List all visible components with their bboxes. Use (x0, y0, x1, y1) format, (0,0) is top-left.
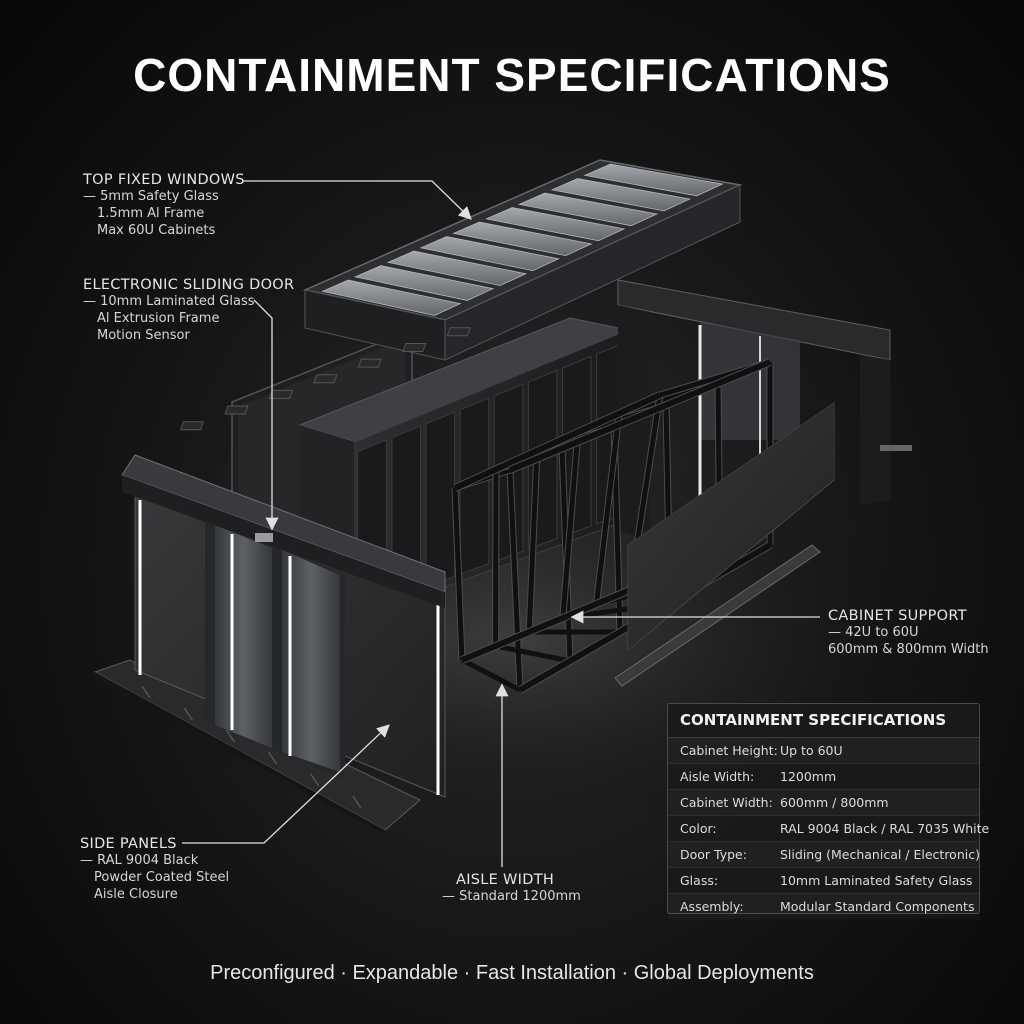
spec-value: Modular Standard Components (780, 899, 975, 914)
frame-crossbar (495, 643, 571, 664)
tagline: Preconfigured · Expandable · Fast Instal… (210, 962, 814, 984)
cabinet-vent (357, 358, 382, 368)
callout-line: — Standard 1200mm (442, 889, 581, 904)
frame-rail (508, 359, 772, 473)
cabinet-vent (446, 327, 471, 337)
threshold-rib (225, 729, 236, 743)
spec-row: Color: RAL 9004 Black / RAL 7035 White (668, 816, 989, 842)
callout-line: Aisle Closure (94, 887, 178, 902)
spec-value: 600mm / 800mm (780, 795, 889, 810)
spec-row: Cabinet Width: 600mm / 800mm (668, 790, 979, 816)
frame-rail (453, 392, 662, 491)
threshold-rib (267, 751, 278, 765)
frame-upright (593, 413, 622, 605)
spec-label: Cabinet Width: (680, 795, 773, 810)
spec-label: Cabinet Height: (680, 743, 778, 758)
spec-value: 10mm Laminated Safety Glass (780, 873, 973, 888)
callout-aisle-width: AISLE WIDTH — Standard 1200mm (442, 872, 581, 905)
cabinet-door (459, 397, 490, 575)
spec-label: Assembly: (680, 899, 744, 914)
spec-row: Glass: 10mm Laminated Safety Glass (668, 868, 979, 894)
roof-glass-pane (321, 279, 462, 316)
cabinet-vent (224, 405, 249, 415)
spec-row: Cabinet Height:Up to 60U (668, 738, 979, 764)
frame-upright (560, 431, 581, 619)
cabinet-support-frames (451, 358, 774, 694)
specifications-table: CONTAINMENT SPECIFICATIONS Cabinet Heigh… (667, 703, 989, 914)
callout-line: 1.5mm Al Frame (97, 206, 205, 221)
spec-label: Color: (680, 821, 717, 836)
front-sliding-door (121, 454, 446, 798)
spec-row: Assembly: Modular Standard Components (668, 894, 979, 919)
callout-line: 600mm & 800mm Width (828, 642, 989, 657)
roof-glass-pane (452, 221, 593, 257)
callout-line: — 10mm Laminated Glass (83, 294, 255, 309)
right-side-panel (627, 402, 835, 652)
frame-upright (452, 487, 465, 661)
roof-glass-pane (353, 265, 495, 301)
threshold-rib (310, 773, 320, 787)
frame-crossbar (460, 657, 522, 693)
floor-rail (614, 544, 821, 687)
threshold-rib (183, 707, 193, 721)
roof-glass-pane (517, 192, 659, 227)
callout-line: Powder Coated Steel (94, 870, 230, 885)
roof-glass-pane (583, 163, 724, 197)
threshold-rib (352, 795, 362, 809)
leader-side-panels (182, 724, 390, 844)
roof-glass-pane (485, 207, 626, 242)
threshold-rib (141, 685, 151, 699)
back-sliding-door-frame (617, 279, 912, 540)
spec-value: RAL 9004 Black / RAL 7035 White (780, 821, 990, 836)
spec-value: Sliding (Mechanical / Electronic) (780, 847, 980, 862)
frame-rail (460, 587, 632, 663)
spec-label: Aisle Width: (680, 769, 755, 784)
spec-row: Door Type: Sliding (Mechanical / Electron… (668, 842, 980, 868)
top-fixed-windows (302, 159, 743, 361)
threshold-plate (93, 659, 421, 835)
callout-heading: SIDE PANELS (80, 836, 177, 852)
spec-table-title: CONTAINMENT SPECIFICATIONS (668, 704, 979, 738)
callout-line: Al Extrusion Frame (97, 311, 220, 326)
leader-sliding-door (253, 299, 279, 531)
callout-heading: AISLE WIDTH (456, 872, 555, 888)
cabinet-vent (268, 389, 294, 399)
callout-line: — 42U to 60U (828, 625, 919, 640)
spec-value: 1200mm (780, 769, 837, 784)
callout-electronic-sliding-door: ELECTRONIC SLIDING DOOR — 10mm Laminated… (83, 277, 294, 344)
callout-heading: ELECTRONIC SLIDING DOOR (83, 277, 295, 293)
callout-line: Motion Sensor (97, 328, 190, 343)
cabinet-vent (179, 421, 205, 431)
callout-side-panels: SIDE PANELS — RAL 9004 Black Powder Coat… (80, 836, 229, 903)
page-title: CONTAINMENT SPECIFICATIONS (133, 49, 891, 101)
spec-value: Up to 60U (780, 743, 843, 758)
frame-upright (507, 469, 523, 691)
callout-top-fixed-windows: TOP FIXED WINDOWS — 5mm Safety Glass 1.5… (83, 172, 245, 239)
frame-upright (526, 450, 540, 633)
callout-line: Max 60U Cabinets (97, 223, 216, 238)
cabinet-door (425, 411, 456, 588)
roof-glass-pane (550, 178, 692, 212)
callout-heading: CABINET SUPPORT (828, 608, 967, 624)
cabinet-vent (313, 374, 338, 384)
leader-lines (182, 180, 820, 867)
spec-row: Aisle Width: 1200mm (668, 764, 979, 790)
callout-line: — 5mm Safety Glass (83, 189, 219, 204)
callout-line: — RAL 9004 Black (80, 853, 199, 868)
roof-glass-pane (386, 250, 528, 286)
callout-heading: TOP FIXED WINDOWS (83, 172, 245, 188)
callout-cabinet-support: CABINET SUPPORT — 42U to 60U 600mm & 800… (828, 608, 989, 658)
spec-label: Door Type: (680, 847, 747, 862)
roof-glass-pane (419, 236, 560, 272)
leader-top-windows (243, 180, 472, 220)
cabinet-vent (402, 343, 427, 352)
spec-label: Glass: (680, 873, 719, 888)
